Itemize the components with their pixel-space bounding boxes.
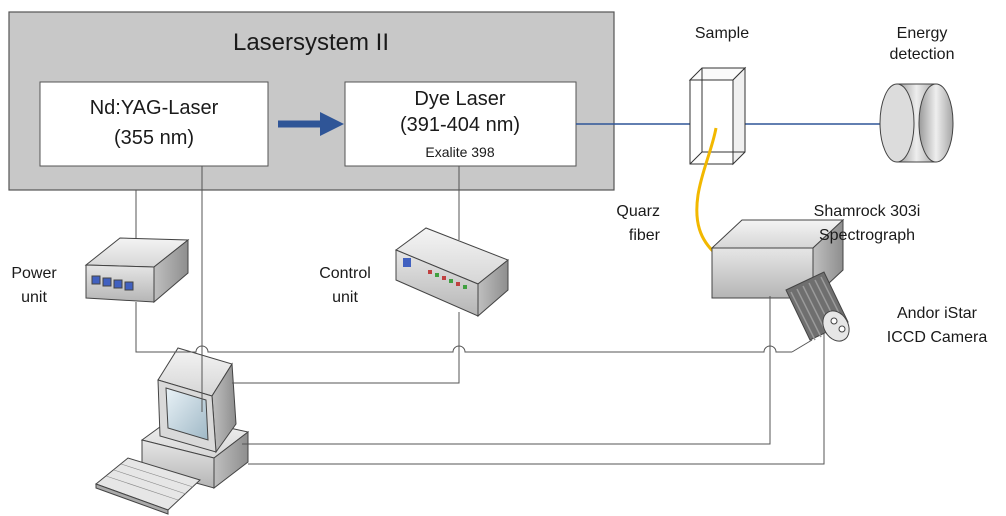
quarz-label-2: fiber [629,227,661,244]
ndyag-laser-box [39,81,269,167]
sample-label: Sample [695,25,749,42]
ndyag-wavelength: (355 nm) [114,127,194,149]
computer [94,347,250,515]
power-unit [84,237,190,304]
energy-detector [879,83,954,163]
spectrograph-label-1: Shamrock 303i [814,203,921,220]
quartz-fiber [695,127,718,256]
control-label-2: unit [332,289,358,306]
iccd-camera [785,271,850,342]
power-label-1: Power [11,265,57,282]
control-label-1: Control [319,265,371,282]
energy-label-1: Energy [897,25,948,42]
power-label-2: unit [21,289,47,306]
ndyag-label: Nd:YAG-Laser [90,97,219,119]
control-unit [394,227,509,318]
energy-label-2: detection [890,46,955,63]
dye-laser-wavelength: (391-404 nm) [400,114,520,136]
dye-laser-box [344,81,577,167]
dye-laser-label: Dye Laser [414,88,505,110]
quarz-label-1: Quarz [616,203,660,220]
camera-label-1: Andor iStar [897,305,978,322]
camera-label-2: ICCD Camera [887,329,988,346]
pump-arrow [278,112,344,136]
wiring [135,166,825,465]
lasersystem-title: Lasersystem II [233,29,389,56]
sample-cuvette [688,66,747,166]
spectrograph-label-2: Spectrograph [819,227,915,244]
dye-laser-dye: Exalite 398 [425,144,494,160]
